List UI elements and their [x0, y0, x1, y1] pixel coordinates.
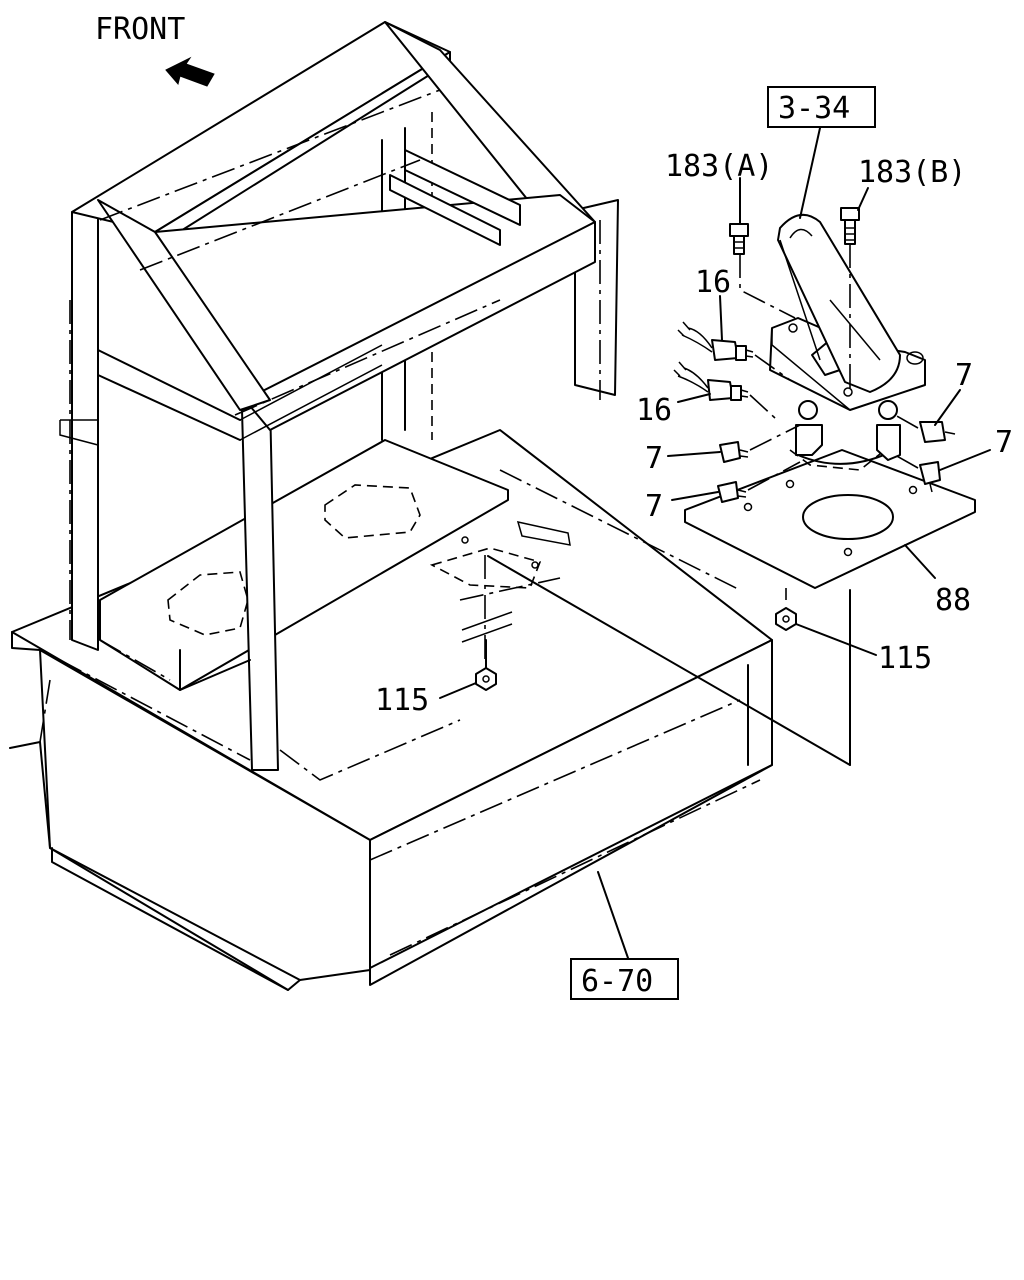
pressure-switch-lower [673, 361, 776, 419]
callout-bolt-a: 183(A) [665, 149, 773, 184]
callout-fitting-right-lower: 7 [995, 425, 1013, 460]
left-post [71, 199, 99, 651]
front-beam-side [244, 221, 596, 431]
nut-left [461, 611, 513, 691]
callout-fitting-left-upper: 7 [645, 441, 663, 476]
callout-fitting-right-upper: 7 [955, 358, 973, 393]
ref-3-34-label: 3-34 [778, 91, 850, 126]
cab-frame [9, 21, 773, 991]
callout-nut-left: 115 [375, 683, 429, 718]
callout-bolt-b: 183(B) [858, 155, 966, 190]
pressure-switch-upper [677, 321, 791, 381]
fitting-left-upper [719, 424, 801, 463]
callout-nut-right: 115 [878, 641, 932, 676]
fitting-right-upper [894, 414, 956, 443]
base-tub-side [39, 649, 371, 981]
nut-right [775, 588, 797, 631]
callout-switch-lower: 16 [636, 393, 672, 428]
reference-3-34: 3-34 [767, 86, 876, 128]
pedal-assembly [461, 207, 976, 766]
ref-6-70-label: 6-70 [581, 964, 653, 999]
front-arrow-icon [165, 56, 215, 87]
fitting-left-lower [717, 461, 801, 503]
roof-bar-front [97, 199, 271, 411]
callout-bracket-plate: 88 [935, 583, 971, 618]
callout-switch-upper: 16 [695, 265, 731, 300]
phantom-lines [39, 89, 761, 956]
reference-6-70: 6-70 [570, 958, 679, 1000]
front-label: FRONT [95, 12, 185, 47]
callout-fitting-left-lower: 7 [645, 489, 663, 524]
leader-lines [439, 127, 991, 959]
top-beam [71, 21, 451, 233]
callouts: 183(A) 183(B) 16 16 7 7 7 7 88 115 115 [375, 149, 1013, 718]
bolt-b [840, 207, 860, 390]
fitting-right-lower [894, 454, 941, 493]
front-indicator: FRONT [95, 12, 215, 87]
